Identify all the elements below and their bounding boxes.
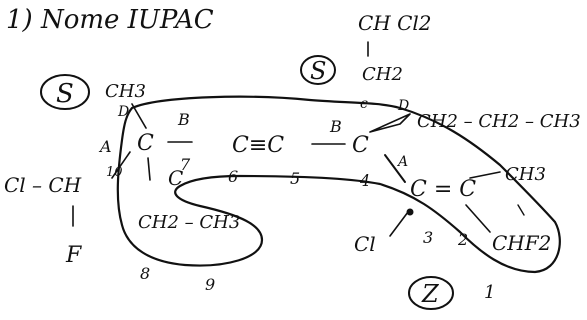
config-circle-bottom — [408, 276, 454, 310]
priority-a-right: A — [396, 154, 408, 170]
bond-c-right-to-double — [384, 154, 406, 183]
locant-3: 3 — [423, 228, 433, 247]
group-ch3-top-left: CH3 — [105, 81, 146, 102]
config-label-bottom: Z — [421, 280, 440, 308]
locant-1: 1 — [484, 282, 495, 303]
priority-b-mid: B — [329, 117, 342, 136]
dot-marker — [406, 208, 414, 216]
bond-c-left-ch3 — [131, 103, 147, 129]
group-f-bottom: F — [65, 243, 82, 268]
tick-mark-chf2 — [517, 204, 525, 216]
priority-c-top-right: c — [360, 96, 368, 112]
group-ch2-chain-right: CH2 – CH2 – CH3 — [417, 111, 581, 132]
locant-6: 6 — [228, 167, 238, 186]
main-chain-outline — [116, 95, 561, 274]
bond-double-cl — [389, 211, 409, 237]
wedge-bond-c-right — [369, 113, 411, 133]
locant-7: 7 — [180, 155, 191, 174]
chain-c-mid-left: C — [168, 166, 183, 190]
priority-d-top-right: D — [397, 98, 409, 114]
group-ch2-top: CH2 — [362, 64, 403, 85]
chain-double-bond: C = C — [410, 177, 476, 202]
config-label-top-mid: S — [310, 57, 326, 85]
chain-c-right: C — [352, 133, 369, 158]
locant-10: 10 — [106, 165, 123, 180]
bond-c-left-ch — [111, 151, 131, 179]
bond-double-ch3 — [469, 171, 501, 179]
group-ch3-right: CH3 — [505, 164, 546, 185]
locant-8: 8 — [140, 264, 150, 283]
locant-4: 4 — [359, 171, 370, 190]
bond-c-left-down — [147, 157, 151, 181]
chain-triple-bond: C≡C — [232, 133, 284, 158]
config-label-top-left: S — [56, 79, 74, 109]
page-heading: 1) Nome IUPAC — [6, 5, 214, 35]
locant-5: 5 — [290, 169, 300, 188]
config-circle-top-mid — [300, 55, 336, 85]
group-chcl2: CH Cl2 — [358, 11, 432, 35]
group-cl-bottom: Cl — [354, 232, 376, 256]
locant-9: 9 — [205, 275, 215, 294]
priority-b-top: B — [177, 110, 190, 129]
priority-d-top-left: D — [117, 104, 129, 120]
priority-a-left: A — [98, 137, 112, 156]
group-chf2: CHF2 — [492, 231, 551, 255]
group-cl-left: Cl – CH — [4, 173, 82, 197]
config-circle-top-left — [40, 74, 90, 110]
group-ch2-ch3-bottom: CH2 – CH3 — [138, 212, 240, 233]
bond-double-chf2 — [465, 204, 491, 233]
chain-c-left: C — [137, 131, 154, 156]
locant-2: 2 — [457, 230, 468, 249]
